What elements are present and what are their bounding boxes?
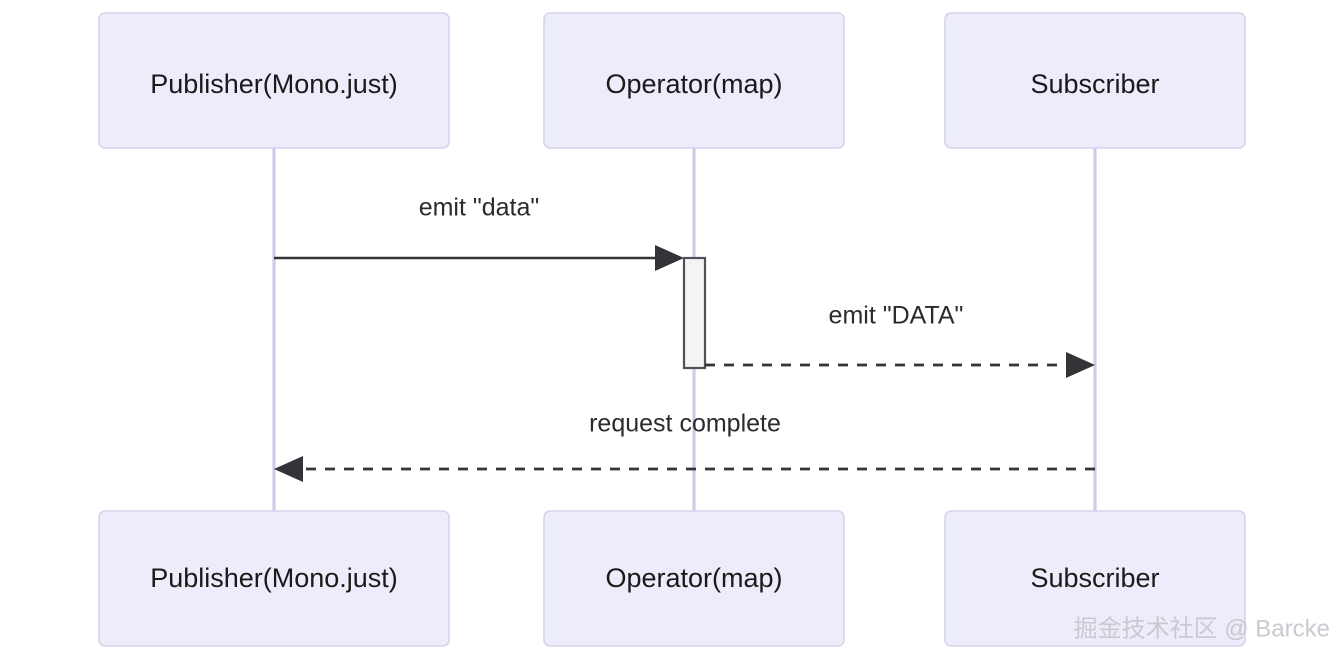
participant-label-operator-top: Operator(map) [605, 69, 782, 99]
participant-box-operator-top[interactable] [543, 12, 845, 149]
participant-publisher-bottom[interactable]: Publisher(Mono.just) [98, 510, 450, 647]
message-emit-data[interactable]: emit "data" [274, 194, 684, 271]
participant-publisher-top[interactable]: Publisher(Mono.just) [98, 12, 450, 149]
participant-box-publisher-bottom[interactable] [98, 510, 450, 647]
participant-operator-bottom[interactable]: Operator(map) [543, 510, 845, 647]
arrow-head-left-icon [274, 456, 303, 482]
message-request-complete[interactable]: request complete [274, 410, 1095, 482]
participant-box-subscriber-top[interactable] [944, 12, 1246, 149]
message-emit-DATA[interactable]: emit "DATA" [705, 302, 1095, 378]
top-participants-group: Publisher(Mono.just) Operator(map) Subsc… [98, 12, 1246, 149]
participant-label-publisher-top: Publisher(Mono.just) [150, 69, 398, 99]
watermark-label: 掘金技术社区 @ Barcke [1074, 615, 1330, 642]
participant-box-subscriber-bottom[interactable] [944, 510, 1246, 647]
participant-label-subscriber-top: Subscriber [1030, 69, 1159, 99]
arrow-head-right-icon [655, 245, 684, 271]
participant-label-operator-bottom: Operator(map) [605, 563, 782, 593]
participant-label-subscriber-bottom: Subscriber [1030, 563, 1159, 593]
activation-bar-operator [682, 256, 707, 370]
message-label-request-complete: request complete [589, 410, 781, 438]
message-label-emit-DATA: emit "DATA" [829, 302, 964, 330]
message-label-emit-data: emit "data" [419, 194, 540, 222]
participant-box-publisher-top[interactable] [98, 12, 450, 149]
arrow-head-right-icon [1066, 352, 1095, 378]
participant-subscriber-top[interactable]: Subscriber [944, 12, 1246, 149]
participant-operator-top[interactable]: Operator(map) [543, 12, 845, 149]
participant-box-operator-bottom[interactable] [543, 510, 845, 647]
participant-label-publisher-bottom: Publisher(Mono.just) [150, 563, 398, 593]
bottom-participants-group: Publisher(Mono.just) Operator(map) Subsc… [98, 510, 1246, 647]
participant-subscriber-bottom[interactable]: Subscriber [944, 510, 1246, 647]
